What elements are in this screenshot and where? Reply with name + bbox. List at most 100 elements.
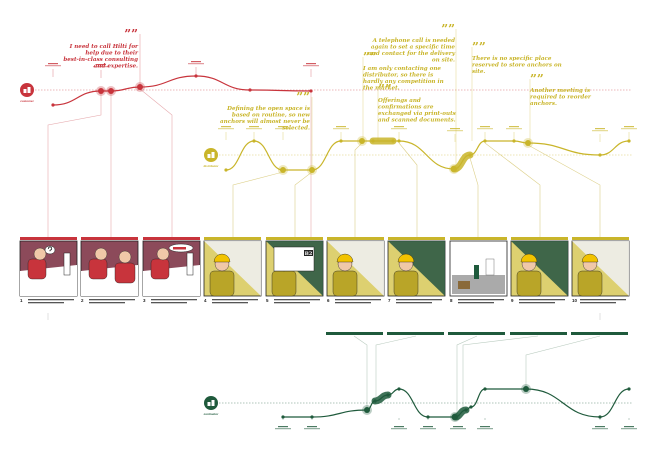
label-text-line [93,66,109,68]
label-text-line [246,128,262,130]
connector-lines [47,88,601,416]
label-text-line [423,426,433,428]
connector-line [47,93,102,237]
label-text-line [221,126,231,128]
label-text-line [453,426,463,428]
label-text-line [450,428,466,430]
person-head [118,250,132,264]
person-body [209,270,235,297]
hard-hat-icon [397,253,415,263]
floor [452,275,505,294]
distributor-touchpoint [483,139,487,143]
contractor-touchpoint [483,387,487,391]
connector-line [354,142,363,237]
label-text-line [307,426,317,428]
connector-line [484,142,541,237]
distributor-touchpoint [224,168,228,172]
distributor-avatar-icon [204,148,218,162]
hard-hat-icon [520,253,538,263]
connector-line [398,142,418,237]
contractor-touchpoint-label [391,418,407,430]
person-head [156,247,170,261]
label-text-line [391,128,407,130]
hard-hat-icon [336,253,354,263]
customer-touchpoint [51,103,55,107]
panel-top-bar [20,237,77,240]
phase-bar [510,332,567,335]
customer-touchpoint [194,74,198,78]
contractor-touchpoint [281,415,285,419]
monitor-icon [63,252,71,276]
person-body [577,270,603,297]
phase-bar [571,332,628,335]
quote-mark-icon: ”” [363,50,377,64]
storyboard-panel-3: 3 [142,237,201,304]
panel-number: 2 [81,298,84,303]
distributor-touchpoint-label [275,126,291,140]
panel-top-bar [572,237,629,240]
customer-experience-curve [52,75,312,106]
storyboard-panel-7: 7 [387,237,446,304]
label-text-line [333,128,349,130]
person-body [88,258,108,280]
connector-line [232,171,284,237]
label-text-line [278,126,288,128]
panel-top-bar [143,237,200,240]
panel-caption-line [396,299,442,301]
label-text-line [624,126,634,128]
contractor-pain-segment [371,391,392,405]
contractor-touchpoint [426,415,430,419]
person-body [27,258,47,280]
panel-caption-line [212,299,258,301]
connector-line [525,335,601,389]
quote-mark-icon: ”” [441,22,455,36]
distributor-touchpoint [598,153,602,157]
distributor-touchpoint-label [218,126,234,140]
distributor-touchpoint [451,166,457,172]
label-text-line [275,428,291,430]
panel-number: 6 [327,298,330,303]
distributor-experience-curve [225,140,630,171]
contractor-touchpoint-label [304,418,320,430]
panel-number: 3 [143,298,146,303]
label-text-line [509,126,519,128]
contractor-touchpoint [310,415,314,419]
contractor-touchpoint-label [621,418,637,430]
person-head [94,247,108,261]
distributor-touchpoint-label [477,126,493,140]
door [485,258,495,276]
panel-caption-line [396,302,432,304]
label-text-line [275,128,291,130]
panel-caption-line [212,302,248,304]
label-text-line [595,128,605,130]
panel-caption-line [274,302,310,304]
customer-touchpoint-label [93,64,109,78]
hard-hat-icon [213,253,231,263]
panel-top-bar [266,237,323,240]
distributor-lane: distributor [204,126,637,175]
contractor-touchpoint-label [420,418,436,430]
label-text-line [304,428,320,430]
panel-number: 5 [266,298,269,303]
monitor-icon [186,252,194,276]
label-text-line [450,128,460,130]
panel-number: 9 [511,298,514,303]
phase-bar [387,332,444,335]
contractor-touchpoint [386,393,390,397]
panel-number: 1 [20,298,23,303]
distributor-touchpoint-label [447,128,463,142]
distributor-touchpoint-label [592,128,608,142]
distributor-touchpoint [252,139,256,143]
quote-mark-icon: ”” [296,90,310,104]
question-mark-icon [47,246,53,252]
phase-bar [448,332,505,335]
panel-caption-line [89,302,125,304]
